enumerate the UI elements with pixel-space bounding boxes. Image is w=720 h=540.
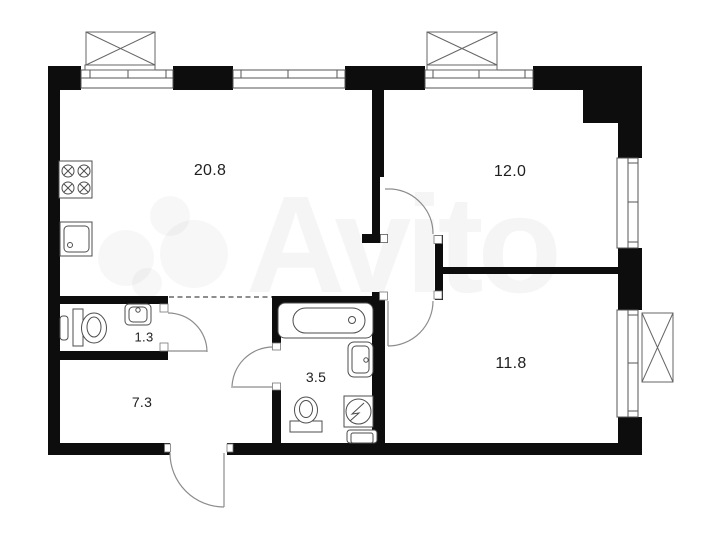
door-bedroom-11 — [387, 300, 434, 347]
window-top-right — [424, 69, 534, 89]
bathtub-icon — [277, 302, 374, 339]
balcony-box-top-left — [84, 31, 156, 71]
wall-top-segment — [173, 66, 233, 90]
wall-wc-top — [60, 296, 168, 304]
room-area-label-bedroom-top: 12.0 — [493, 163, 527, 180]
stove-icon — [58, 160, 93, 199]
door-jamb — [164, 443, 171, 453]
entrance-door — [169, 452, 225, 508]
room-area-label-bedroom-bottom: 11.8 — [495, 355, 527, 372]
electric-panel-icon — [343, 395, 374, 428]
wall-bathroom-right — [372, 292, 385, 443]
door-jamb — [379, 291, 388, 301]
wall-top-segment — [48, 66, 81, 90]
doors — [167, 188, 434, 508]
room-area-label-hallway: 7.3 — [131, 394, 153, 410]
window-top-middle — [232, 69, 346, 89]
wall-bathroom-left-lower — [272, 390, 281, 443]
wall-top-segment — [533, 66, 642, 90]
watermark-text: Avito — [246, 176, 562, 314]
door-bedroom-12 — [385, 188, 434, 235]
wall-divider-12-11 — [441, 267, 618, 274]
toilet-icon — [72, 308, 107, 347]
windows — [80, 69, 639, 418]
door-jamb — [272, 382, 281, 391]
balconies — [84, 31, 674, 383]
washbasin-icon — [124, 303, 152, 326]
room-area-label-bathroom: 3.5 — [305, 369, 327, 385]
window-top-left — [80, 69, 174, 89]
washbasin-icon — [347, 341, 374, 378]
balcony-box-top-right — [426, 31, 498, 71]
door-bathroom — [231, 346, 274, 389]
wall-left-exterior — [48, 66, 60, 455]
wall-middle-vertical — [372, 177, 380, 235]
wall-stub — [362, 234, 388, 243]
wall-right-segment — [618, 248, 642, 310]
wall-bottom-segment — [48, 443, 170, 455]
washing-machine-icon — [346, 429, 378, 444]
door-jamb — [380, 234, 388, 243]
window-right-lower — [616, 309, 639, 418]
wall-bottom-segment — [227, 443, 642, 455]
kitchen-sink-icon — [59, 221, 93, 257]
room-area-label-living-kitchen: 20.8 — [193, 162, 227, 179]
wall-bathroom-top — [272, 296, 380, 306]
wall-top-segment — [345, 66, 425, 90]
wall-top-right-step — [583, 90, 642, 123]
door-wc — [167, 312, 208, 353]
walls — [48, 66, 642, 455]
door-jamb — [433, 290, 443, 300]
door-jamb — [226, 443, 234, 453]
room-area-label-wc: 1.3 — [134, 329, 154, 345]
wall-middle-vertical — [372, 90, 384, 177]
window-right-upper — [616, 157, 639, 249]
door-jamb — [433, 235, 443, 244]
balcony-box-right — [641, 312, 674, 383]
wall-top-right-step — [618, 123, 642, 158]
wall-wc-bottom — [48, 351, 168, 360]
radiator-icon — [59, 315, 69, 341]
toilet-icon — [289, 396, 323, 433]
fixtures — [58, 160, 378, 444]
wall-bathroom-left-upper — [272, 296, 281, 343]
door-jamb — [159, 303, 169, 313]
door-jamb — [159, 342, 169, 352]
wall-right-segment — [618, 417, 642, 445]
wall-between-doors — [435, 235, 443, 300]
door-jamb — [272, 342, 281, 351]
